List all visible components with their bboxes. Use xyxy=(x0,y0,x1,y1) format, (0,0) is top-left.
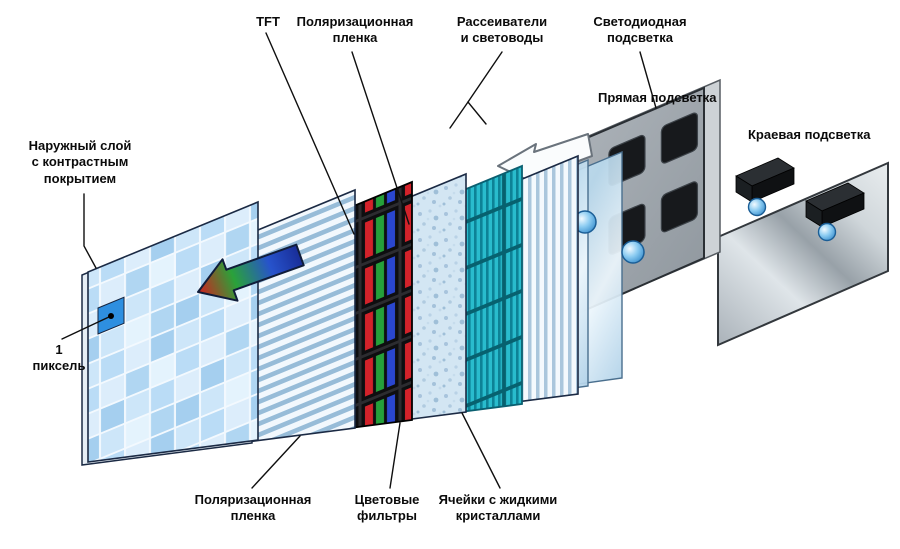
edge-led-module-2 xyxy=(805,182,865,242)
label-lc-cells: Ячейки с жидкими кристаллами xyxy=(438,492,558,524)
leader-outer-layer xyxy=(83,193,97,269)
leader-led-backlight xyxy=(639,51,657,109)
led-dot-icon xyxy=(621,240,645,264)
leader-diffusers-fork xyxy=(449,100,487,129)
label-polarizing-top: Поляризационная пленка xyxy=(296,14,414,46)
light-spectrum-arrow-icon xyxy=(197,243,305,302)
label-color-filters: Цветовые фильтры xyxy=(354,492,420,524)
leader-one-pixel xyxy=(61,315,112,340)
label-diffusers: Рассеиватели и световоды xyxy=(456,14,548,46)
leader-polarizing-top xyxy=(351,51,410,225)
label-direct-backlight: Прямая подсветка xyxy=(598,90,717,105)
led-lens-icon xyxy=(747,197,767,217)
led-lens-icon xyxy=(817,222,837,242)
leader-tft xyxy=(265,32,355,235)
label-one-pixel: 1 пиксель xyxy=(32,342,86,374)
leader-lines xyxy=(61,32,657,489)
label-outer-layer: Наружный слой с контрастным покрытием xyxy=(28,138,132,186)
leader-diffusers xyxy=(467,51,503,103)
label-tft: TFT xyxy=(256,14,280,29)
label-led-backlight: Светодиодная подсветка xyxy=(593,14,687,46)
pixel-marker-dot xyxy=(108,313,114,319)
edge-led-module-1 xyxy=(735,157,795,217)
leader-color-filters xyxy=(389,422,401,489)
label-polarizing-bottom: Поляризационная пленка xyxy=(194,492,312,524)
leader-polarizing-bottom xyxy=(251,435,301,489)
label-edge-backlight: Краевая подсветка xyxy=(748,127,871,142)
leader-lc-cells xyxy=(461,412,501,489)
